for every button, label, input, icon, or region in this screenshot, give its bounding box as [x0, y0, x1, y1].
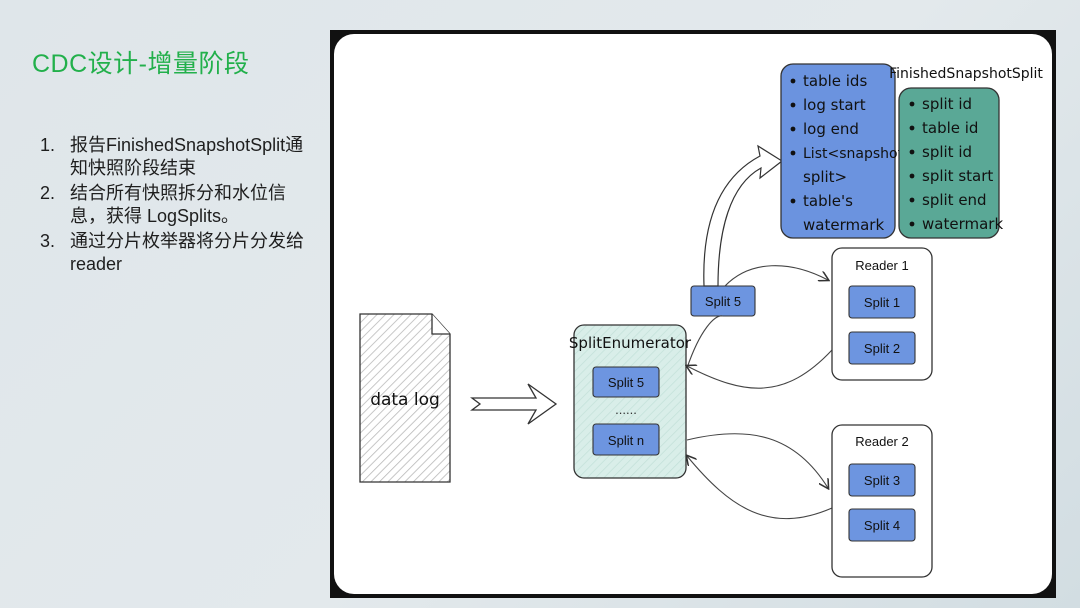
reader-1-split-2-label: Split 2 — [864, 341, 900, 356]
slide-title: CDC设计-增量阶段 — [32, 50, 250, 78]
info-item: List<snapshot — [803, 146, 904, 162]
step-item: 3. 通过分片枚举器将分片分发给reader — [40, 230, 320, 276]
reader-2-split-3-label: Split 3 — [864, 473, 900, 488]
step-number: 2. — [40, 183, 56, 203]
reader-2-split-3 — [848, 463, 916, 497]
step-text: 报告FinishedSnapshotSplit通知快照阶段结束 — [70, 135, 304, 178]
reader-1-split-1-label: Split 1 — [864, 295, 900, 310]
info-item: log end — [803, 120, 859, 138]
finished-item: split id — [922, 143, 972, 161]
reader-1: Reader 1 Split 1 Split 2 — [831, 247, 933, 381]
reader1-return-arrow — [687, 349, 833, 389]
transit-split-5-label: Split 5 — [705, 294, 741, 309]
steps-list: 1. 报告FinishedSnapshotSplit通知快照阶段结束 2. 结合… — [40, 134, 320, 278]
log-split-info-box: table ids log start log end List<snapsho… — [780, 63, 904, 239]
reader-2-title: Reader 2 — [855, 434, 908, 449]
enumerator-split-n-label: Split n — [608, 433, 644, 448]
step-text: 通过分片枚举器将分片分发给reader — [70, 231, 304, 274]
reader-1-title: Reader 1 — [855, 258, 908, 273]
finished-item: split start — [922, 167, 993, 185]
data-log-document: data log — [359, 313, 451, 483]
info-item: log start — [803, 96, 866, 114]
enumerator-to-split5-curve — [686, 315, 724, 369]
hollow-arrow-icon — [470, 383, 558, 425]
step-number: 1. — [40, 135, 56, 155]
reader2-return-arrow — [687, 456, 833, 520]
finished-item: watermark — [922, 215, 1003, 233]
info-item: split> — [803, 168, 847, 186]
data-log-label: data log — [370, 390, 440, 410]
reader-2: Reader 2 Split 3 Split 4 — [831, 424, 933, 578]
finished-snapshot-split-box: split id table id split id split start s… — [898, 87, 1003, 239]
enumerator-split-5-label: Split 5 — [608, 375, 644, 390]
step-number: 3. — [40, 231, 56, 251]
info-item: table ids — [803, 72, 867, 90]
architecture-diagram: data log SplitEnumerator Split 5 ...... … — [334, 34, 1052, 594]
split-enumerator: SplitEnumerator Split 5 ...... Split n — [569, 324, 692, 479]
enumerator-title: SplitEnumerator — [569, 334, 692, 352]
finished-title: FinishedSnapshotSplit — [889, 66, 1043, 82]
split5-to-reader1-arrow — [724, 265, 828, 287]
enumerator-to-reader2-arrow — [686, 433, 828, 488]
enumerator-split-n — [592, 423, 660, 456]
info-item: table's — [803, 192, 853, 210]
step-item: 1. 报告FinishedSnapshotSplit通知快照阶段结束 — [40, 134, 320, 180]
reader-2-split-4-label: Split 4 — [864, 518, 900, 533]
finished-item: split end — [922, 191, 987, 209]
diagram-frame: data log SplitEnumerator Split 5 ...... … — [330, 30, 1056, 598]
step-text: 结合所有快照拆分和水位信息，获得 LogSplits。 — [70, 183, 286, 226]
reader-1-split-2 — [848, 331, 916, 365]
step-item: 2. 结合所有快照拆分和水位信息，获得 LogSplits。 — [40, 182, 320, 228]
info-item: watermark — [803, 216, 884, 234]
finished-item: table id — [922, 119, 978, 137]
enumerator-dots: ...... — [615, 402, 637, 417]
enumerator-split-5 — [592, 366, 660, 398]
reader-2-split-4 — [848, 508, 916, 542]
finished-item: split id — [922, 95, 972, 113]
reader-1-split-1 — [848, 285, 916, 319]
